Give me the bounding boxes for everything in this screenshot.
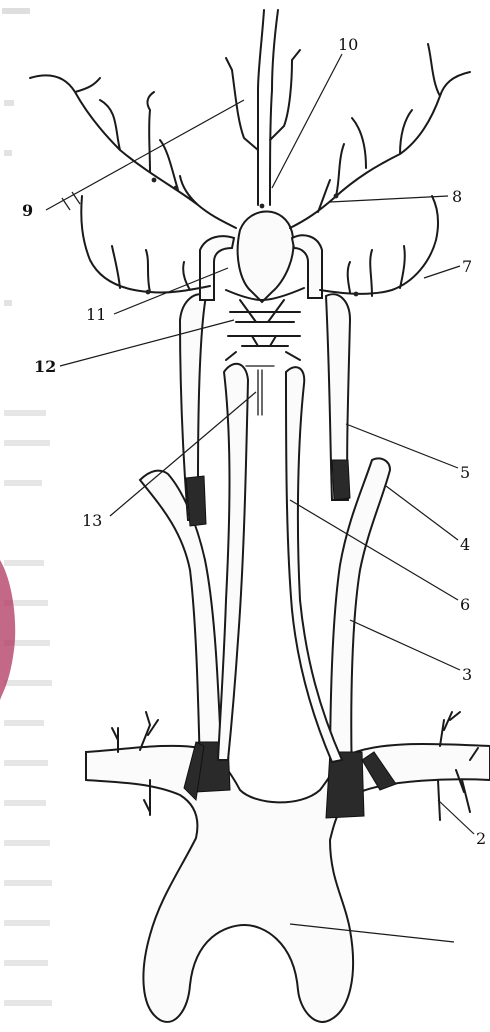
left-lower-arterial-tree <box>81 196 210 293</box>
leader-5 <box>346 424 458 468</box>
leader-10 <box>272 54 342 188</box>
leader-8 <box>330 196 448 202</box>
label-3: 3 <box>462 665 472 684</box>
right-upper-arterial-tree <box>290 44 470 228</box>
label-9: 9 <box>22 201 33 220</box>
label-6: 6 <box>460 595 470 614</box>
label-11: 11 <box>86 305 106 324</box>
left-upper-arterial-tree <box>30 75 236 228</box>
aortic-trunk <box>86 744 490 1022</box>
leader-3 <box>350 620 460 670</box>
right-lower-arterial-tree <box>320 196 438 296</box>
anterior-cerebral-vessel <box>226 10 300 205</box>
leader-4 <box>386 486 458 540</box>
leader-12 <box>60 320 234 366</box>
faint-margin-text <box>2 8 52 1006</box>
label-12: 12 <box>34 357 56 376</box>
band-left-vertebral <box>186 476 206 526</box>
label-7: 7 <box>462 257 472 276</box>
label-5: 5 <box>460 463 470 482</box>
band-right-vertebral <box>332 460 350 500</box>
left-common-carotid <box>140 471 222 770</box>
basilar-artery <box>246 366 274 415</box>
label-4: 4 <box>460 535 470 554</box>
left-internal-carotid <box>218 364 248 760</box>
label-13: 13 <box>82 511 102 530</box>
arterial-circle <box>238 211 294 302</box>
right-cerebral-tube <box>292 235 322 298</box>
right-common-carotid <box>330 458 390 780</box>
pink-stain <box>0 560 15 700</box>
tick-marks-9 <box>62 192 80 210</box>
leader-9 <box>46 100 244 210</box>
leader-7 <box>424 266 460 278</box>
label-2: 2 <box>476 829 486 848</box>
label-10: 10 <box>338 35 358 54</box>
label-8: 8 <box>452 187 462 206</box>
